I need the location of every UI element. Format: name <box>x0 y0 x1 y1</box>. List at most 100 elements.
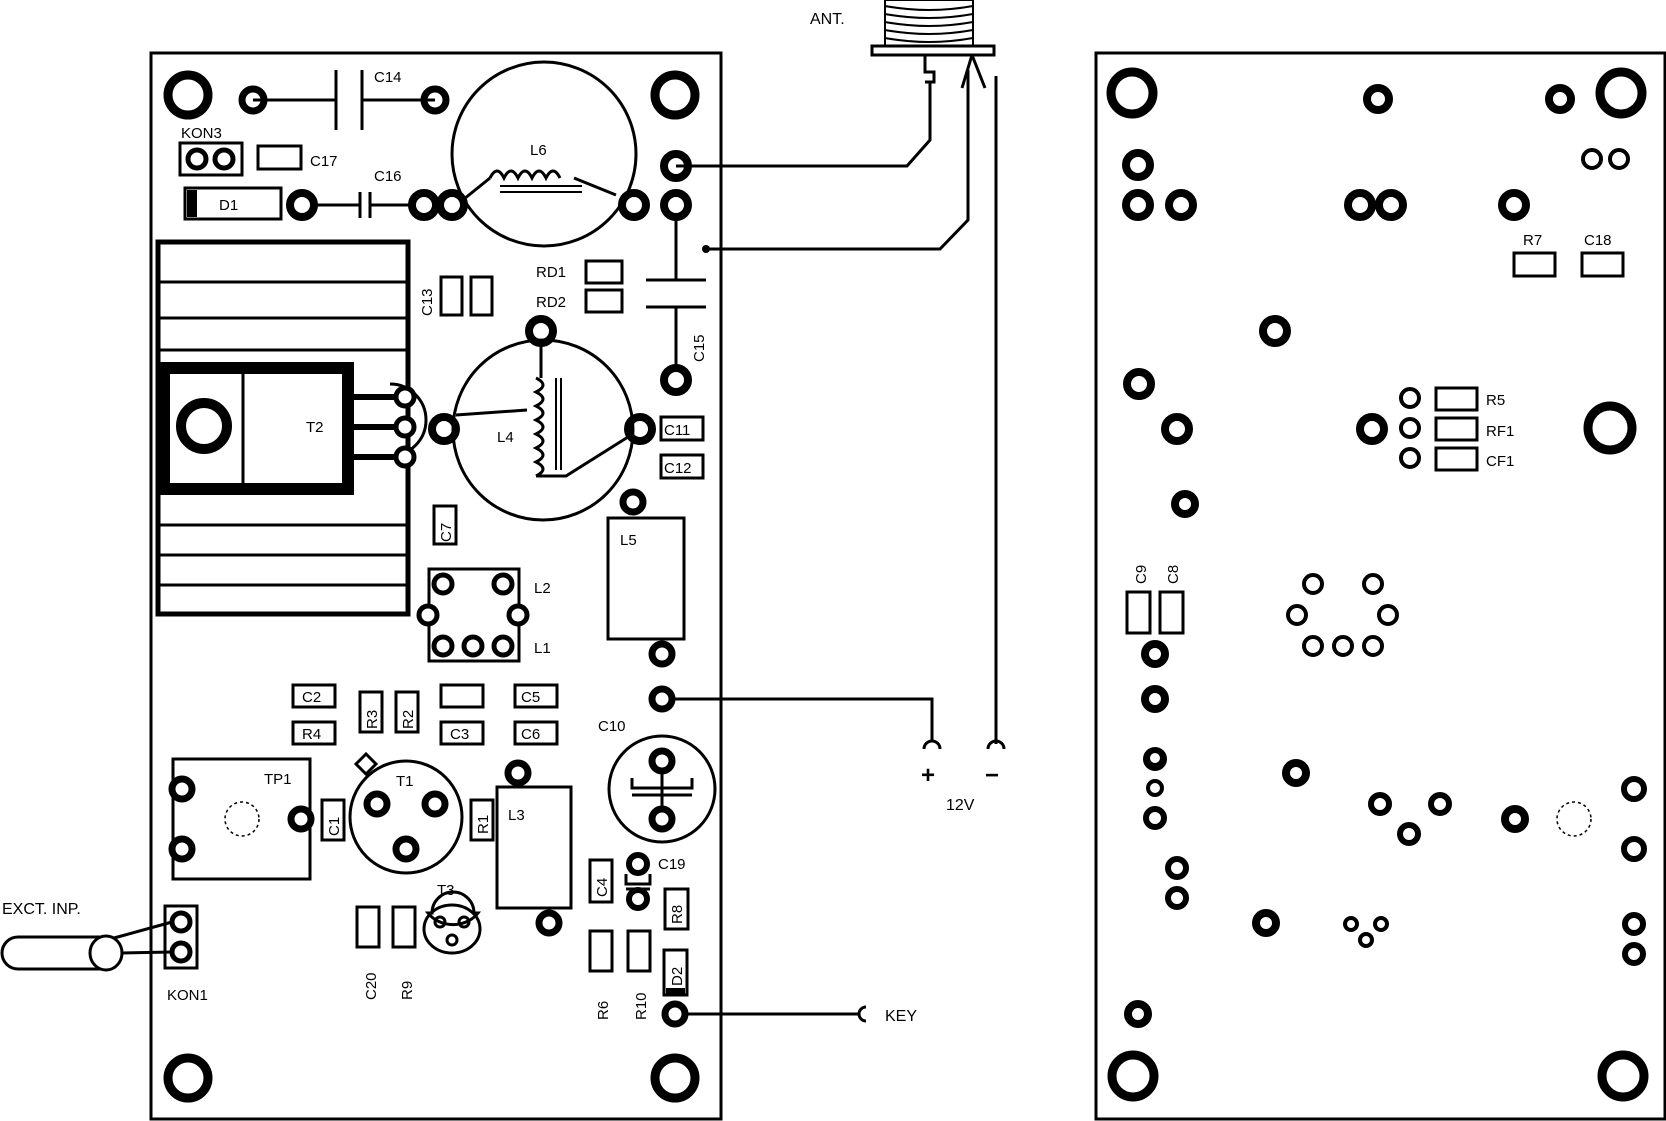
c7-pad <box>432 504 458 546</box>
bottom-passives <box>355 905 652 973</box>
excitation-coax <box>0 920 173 972</box>
label-r8: R8 <box>669 905 686 924</box>
label-l1: L1 <box>534 640 551 657</box>
label-rd1: RD1 <box>536 264 566 281</box>
label-tp1: TP1 <box>264 771 292 788</box>
terminal-labels: ANT. EXCT. INP. + − 12V KEY <box>2 11 999 1025</box>
label-l4: L4 <box>497 429 514 446</box>
label-c8: C8 <box>1165 565 1182 584</box>
label-plus: + <box>921 762 935 789</box>
label-c11: C11 <box>664 422 690 439</box>
board-outline-left <box>149 51 723 1121</box>
label-r4: R4 <box>302 726 321 743</box>
c15-capacitor <box>646 217 706 396</box>
l3-coil <box>495 759 573 937</box>
r1-pad <box>469 798 495 842</box>
r8-pad <box>663 887 690 931</box>
label-c18: C18 <box>1584 232 1612 249</box>
label-rf1: RF1 <box>1486 423 1514 440</box>
label-12v: 12V <box>946 797 975 814</box>
label-kon1: KON1 <box>167 987 208 1004</box>
label-ant: ANT. <box>810 11 845 28</box>
label-r5: R5 <box>1486 392 1505 409</box>
label-r1: R1 <box>475 815 492 834</box>
label-exct-inp: EXCT. INP. <box>2 901 81 918</box>
label-rd2: RD2 <box>536 294 566 311</box>
label-r6: R6 <box>595 1001 612 1020</box>
label-c13: C13 <box>419 288 436 316</box>
label-t1: T1 <box>396 773 414 790</box>
kon1-connector <box>163 904 199 970</box>
component-labels-left: C14 KON3 C17 C16 L6 D1 RD1 RD2 C13 C15 T… <box>167 69 708 1020</box>
ant-ground-line <box>706 70 970 251</box>
label-kon3: KON3 <box>181 125 222 142</box>
component-side-board <box>0 51 723 1121</box>
solder-side-board <box>1094 51 1666 1121</box>
ant-feed-line <box>676 82 932 168</box>
label-t3: T3 <box>437 882 455 899</box>
ant-pad-2 <box>660 189 692 221</box>
c14-capacitor <box>238 70 450 130</box>
l4-toroid <box>428 315 656 522</box>
l6-toroid <box>436 60 650 248</box>
key-hook <box>857 1005 867 1023</box>
c16-capacitor <box>286 189 440 221</box>
label-l2: L2 <box>534 580 551 597</box>
label-cf1: CF1 <box>1486 453 1514 470</box>
label-t2: T2 <box>306 419 324 436</box>
tp1-trimmer <box>168 757 315 881</box>
label-c6: C6 <box>521 726 540 743</box>
label-r10: R10 <box>633 992 650 1020</box>
d2-diode <box>662 948 689 997</box>
l5-coil <box>606 488 686 668</box>
label-c2: C2 <box>302 689 321 706</box>
plus-hook <box>922 739 942 750</box>
label-r2: R2 <box>400 710 417 729</box>
label-c14: C14 <box>374 69 402 86</box>
label-c12: C12 <box>664 460 692 477</box>
minus-hook <box>986 739 1006 750</box>
label-c1: C1 <box>326 817 343 836</box>
medium-pads-right <box>1143 747 1647 966</box>
label-key: KEY <box>885 1008 917 1025</box>
rd1-pad <box>584 259 624 285</box>
smd-pads-right <box>1125 251 1625 635</box>
c13-pads <box>439 275 494 317</box>
c10-capacitor <box>607 734 717 844</box>
label-c9: C9 <box>1133 565 1150 584</box>
label-l3: L3 <box>508 807 525 824</box>
label-r7: R7 <box>1523 232 1542 249</box>
label-r9: R9 <box>399 981 416 1000</box>
label-l6: L6 <box>530 142 547 159</box>
c1-pad <box>320 798 346 842</box>
component-labels-right: R7 C18 R5 RF1 CF1 C9 C8 <box>1133 232 1612 584</box>
label-r3: R3 <box>364 710 381 729</box>
small-pads-right <box>1146 148 1630 948</box>
antenna-connector <box>870 0 996 89</box>
key-pad <box>661 1000 689 1028</box>
c17-pad <box>256 144 303 171</box>
label-c20: C20 <box>363 972 380 1000</box>
external-wiring <box>672 0 1006 1023</box>
t1-transistor <box>348 751 464 875</box>
mounting-holes-right <box>1106 67 1649 1102</box>
t2-transistor <box>158 362 428 495</box>
large-pads-right <box>1122 84 1575 1028</box>
label-c5: C5 <box>521 689 540 706</box>
c4-pad <box>588 858 614 904</box>
l1-l2-filter <box>416 567 530 663</box>
label-minus: − <box>985 762 999 789</box>
label-c16: C16 <box>374 168 402 185</box>
mounting-holes-left <box>163 70 700 1103</box>
label-c17: C17 <box>310 153 338 170</box>
d1-diode <box>183 186 283 221</box>
label-c19: C19 <box>658 856 686 873</box>
label-c10: C10 <box>598 718 626 735</box>
label-c15: C15 <box>691 334 708 362</box>
small-passives <box>291 683 559 746</box>
board-outline-right <box>1094 51 1666 1121</box>
plus-lead <box>672 697 934 742</box>
label-d2: D2 <box>669 967 686 986</box>
label-d1: D1 <box>219 197 238 214</box>
label-c4: C4 <box>594 878 611 897</box>
